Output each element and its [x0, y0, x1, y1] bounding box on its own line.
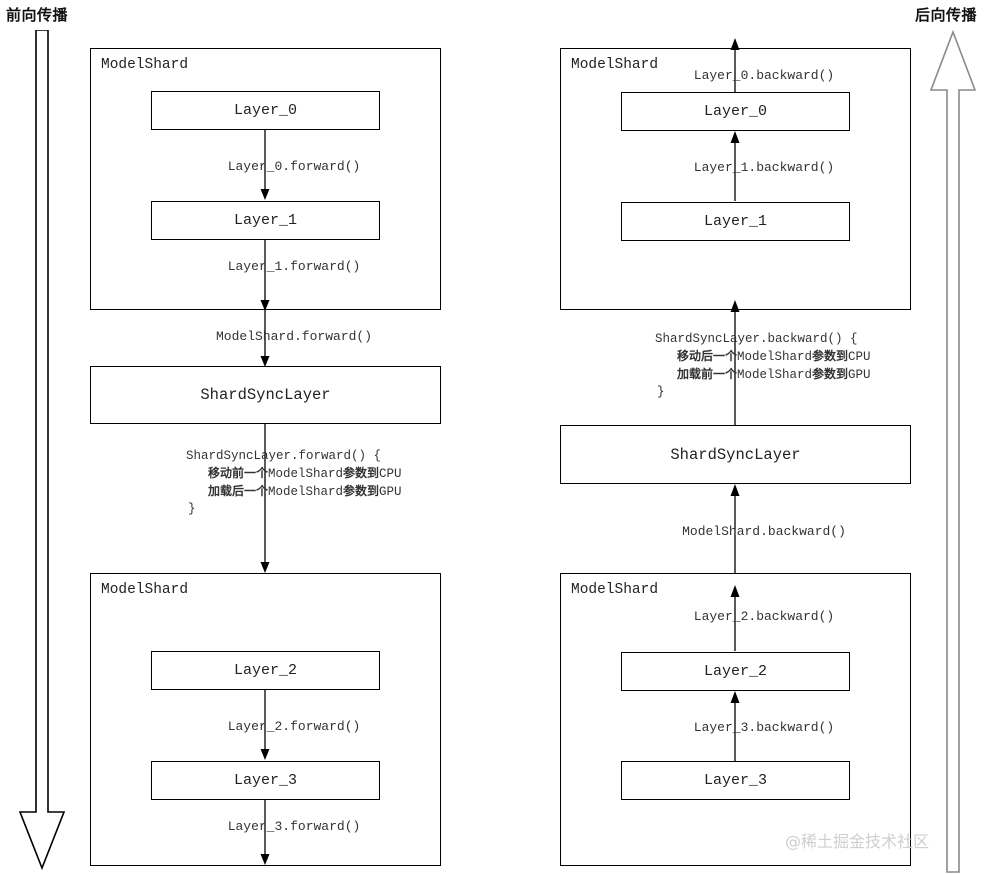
backward-edge-modelshard-label: ModelShard.backward(): [682, 524, 846, 539]
watermark: @稀土掘金技术社区: [785, 832, 930, 851]
backward-edge-layer3: [729, 691, 743, 762]
backward-modelshard-bottom-label: ModelShard: [571, 582, 659, 598]
forward-sync-call-head: ShardSyncLayer.forward() {: [186, 449, 382, 463]
backward-layer-0-box: Layer_0: [621, 92, 850, 131]
forward-layer-0-box: Layer_0: [151, 91, 380, 130]
backward-phase-title: 后向传播: [915, 7, 978, 24]
forward-shardsynclayer-label: ShardSyncLayer: [200, 386, 331, 404]
forward-layer-3-label: Layer_3: [233, 772, 297, 789]
forward-layer-3-box: Layer_3: [151, 761, 380, 800]
forward-edge-layer0-label: Layer_0.forward(): [227, 159, 361, 174]
backward-edge-layer2-label: Layer_2.backward(): [693, 609, 835, 624]
backward-sync-move-mid: 参数到: [812, 349, 849, 363]
backward-edge-layer0-label: Layer_0.backward(): [693, 68, 835, 83]
backward-sync-move-target: CPU: [848, 350, 871, 364]
backward-layer-2-box: Layer_2: [621, 652, 850, 691]
forward-edge-modelshard-label: ModelShard.forward(): [215, 329, 373, 344]
forward-modelshard-bottom-label: ModelShard: [101, 582, 189, 598]
backward-layer-1-box: Layer_1: [621, 202, 850, 241]
backward-edge-layer0: [729, 38, 743, 94]
backward-direction-arrow: [928, 30, 978, 874]
forward-edge-modelshard: [259, 310, 273, 368]
forward-direction-arrow: [18, 30, 66, 870]
forward-sync-call-tail: }: [188, 502, 196, 516]
backward-edge-sync: [729, 300, 743, 426]
backward-shardsynclayer-box: ShardSyncLayer: [560, 425, 911, 484]
forward-edge-layer1-label: Layer_1.forward(): [227, 259, 361, 274]
forward-modelshard-bottom: ModelShard: [90, 573, 441, 866]
backward-sync-move-prefix: 移动后一个: [677, 349, 738, 363]
forward-modelshard-top-label: ModelShard: [101, 57, 189, 73]
forward-sync-move-target: CPU: [379, 467, 402, 481]
backward-modelshard-bottom: ModelShard: [560, 573, 911, 866]
backward-layer-3-box: Layer_3: [621, 761, 850, 800]
backward-sync-call-head: ShardSyncLayer.backward() {: [655, 332, 858, 346]
backward-sync-move-obj: ModelShard: [737, 350, 813, 364]
backward-edge-layer3-label: Layer_3.backward(): [693, 720, 835, 735]
forward-sync-move-prefix: 移动前一个: [208, 466, 269, 480]
forward-shardsynclayer-box: ShardSyncLayer: [90, 366, 441, 424]
forward-layer-0-label: Layer_0: [233, 102, 297, 119]
forward-edge-layer0: [259, 130, 273, 201]
backward-sync-load-prefix: 加载前一个: [677, 367, 738, 381]
backward-layer-1-label: Layer_1: [703, 213, 767, 230]
forward-sync-load-target: GPU: [379, 485, 402, 499]
forward-layer-2-box: Layer_2: [151, 651, 380, 690]
backward-layer-0-label: Layer_0: [703, 103, 767, 120]
forward-edge-layer2-label: Layer_2.forward(): [227, 719, 361, 734]
forward-edge-layer3-label: Layer_3.forward(): [227, 819, 361, 834]
backward-sync-call-block: ShardSyncLayer.backward() { 移动后一个ModelSh…: [655, 331, 871, 401]
forward-edge-layer2: [259, 690, 273, 761]
forward-phase-title: 前向传播: [6, 7, 69, 24]
forward-sync-load-mid: 参数到: [343, 484, 380, 498]
backward-modelshard-top-label: ModelShard: [571, 57, 659, 73]
forward-sync-move-mid: 参数到: [343, 466, 380, 480]
forward-edge-layer3: [259, 800, 273, 866]
backward-layer-2-label: Layer_2: [703, 663, 767, 680]
forward-sync-load-prefix: 加载后一个: [208, 484, 269, 498]
backward-sync-call-tail: }: [657, 385, 665, 399]
backward-edge-layer1: [729, 131, 743, 202]
backward-edge-layer2: [729, 585, 743, 652]
backward-edge-layer1-label: Layer_1.backward(): [693, 160, 835, 175]
forward-sync-move-obj: ModelShard: [268, 467, 344, 481]
forward-layer-1-label: Layer_1: [233, 212, 297, 229]
backward-sync-load-target: GPU: [848, 368, 871, 382]
forward-layer-2-label: Layer_2: [233, 662, 297, 679]
backward-layer-3-label: Layer_3: [703, 772, 767, 789]
forward-layer-1-box: Layer_1: [151, 201, 380, 240]
forward-sync-call-block: ShardSyncLayer.forward() { 移动前一个ModelSha…: [186, 448, 402, 518]
backward-edge-modelshard: [729, 484, 743, 574]
forward-edge-sync: [259, 424, 273, 574]
backward-shardsynclayer-label: ShardSyncLayer: [670, 445, 801, 464]
forward-edge-layer1: [259, 240, 273, 312]
forward-sync-load-obj: ModelShard: [268, 485, 344, 499]
backward-sync-load-obj: ModelShard: [737, 368, 813, 382]
backward-sync-load-mid: 参数到: [812, 367, 849, 381]
